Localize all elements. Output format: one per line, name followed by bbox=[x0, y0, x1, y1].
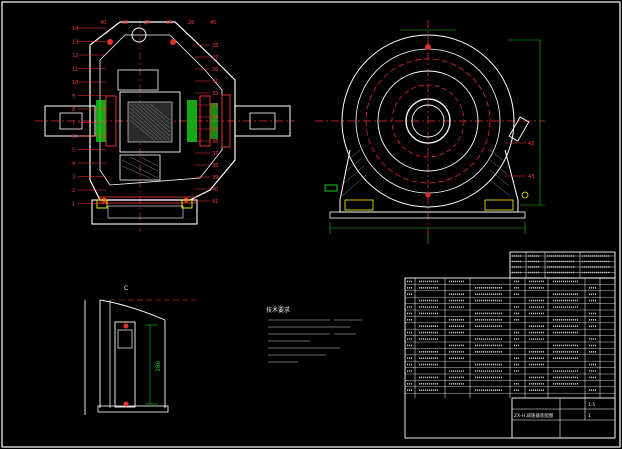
callout-number: 9 bbox=[72, 94, 75, 100]
callout-number: 10 bbox=[72, 80, 78, 86]
callout-number: 37 bbox=[212, 151, 218, 157]
detail-view-label: C bbox=[124, 285, 128, 292]
section-callouts-top: 40 38 29 35 26 45 bbox=[100, 20, 216, 26]
scale-value: 1:5 bbox=[588, 402, 595, 408]
callout-number: 27 bbox=[212, 55, 218, 61]
section-callouts-left: 14 13 12 11 10 9 8 7 6 5 4 3 2 1 bbox=[72, 26, 106, 208]
end-view bbox=[315, 20, 545, 244]
title-block bbox=[511, 397, 616, 439]
callout-number: 33 bbox=[212, 103, 218, 109]
callout-number: 2 bbox=[72, 188, 75, 194]
callout-number: 35 bbox=[166, 20, 172, 26]
callout-number: 38 bbox=[122, 20, 128, 26]
callout-number: 3 bbox=[72, 175, 75, 181]
callout-number: 38 bbox=[212, 163, 218, 169]
callout-number: 36 bbox=[212, 139, 218, 145]
callout-number: 8 bbox=[72, 107, 75, 113]
callout-number: 11 bbox=[72, 67, 78, 73]
callout-number: 40 bbox=[100, 20, 106, 26]
callout-number: 6 bbox=[72, 134, 75, 140]
callout-number: 29 bbox=[144, 20, 150, 26]
notes-heading: 技术要求 bbox=[266, 306, 290, 314]
callout-number: 5 bbox=[72, 148, 75, 154]
detail-view bbox=[84, 299, 200, 415]
section-view bbox=[35, 20, 295, 232]
end-view-callouts: 42 43 bbox=[505, 141, 534, 180]
callout-number: 35 bbox=[212, 127, 218, 133]
callout-number: 13 bbox=[72, 40, 78, 46]
callout-number: 26 bbox=[188, 20, 194, 26]
callout-number: 39 bbox=[212, 175, 218, 181]
callout-number: 4 bbox=[72, 161, 75, 167]
callout-number: 1 bbox=[72, 202, 75, 208]
callout-number: 28 bbox=[212, 43, 218, 49]
callout-number: 31 bbox=[212, 79, 218, 85]
callout-number: 45 bbox=[210, 20, 216, 26]
parts-list-table bbox=[404, 251, 616, 439]
callout-number: 30 bbox=[212, 67, 218, 73]
callout-number: 12 bbox=[72, 53, 78, 59]
callout-number: 7 bbox=[72, 121, 75, 127]
section-callouts-right: 28 27 30 31 32 33 34 35 36 37 38 39 40 41 bbox=[195, 43, 218, 205]
detail-dimension-label: 380 bbox=[155, 360, 162, 372]
sheet-number: 1 bbox=[588, 413, 591, 419]
callout-number: 41 bbox=[212, 199, 218, 205]
callout-number: 40 bbox=[212, 187, 218, 193]
callout-number: 34 bbox=[212, 115, 218, 121]
callout-number: 32 bbox=[212, 91, 218, 97]
drawing-name: ZX-H 减速器装配图 bbox=[514, 412, 554, 419]
callout-number: 14 bbox=[72, 26, 78, 32]
callout-number: 43 bbox=[528, 174, 534, 180]
callout-number: 42 bbox=[528, 141, 534, 147]
technical-notes: 技术要求 bbox=[266, 306, 362, 363]
